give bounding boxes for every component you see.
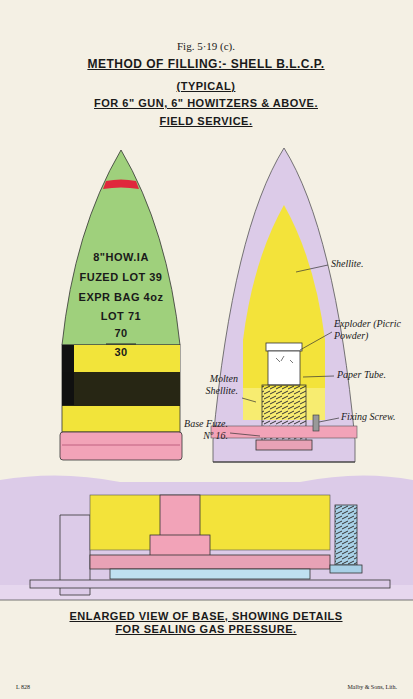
- figure-title: METHOD OF FILLING:- SHELL B.L.C.P.: [87, 58, 324, 72]
- heading-line: FIELD SERVICE.: [160, 115, 253, 128]
- shell-marking: FUZED LOT 39: [79, 271, 162, 284]
- part-label: Fixing Screw.: [341, 411, 395, 423]
- shell-marking: 8"HOW.IA: [93, 251, 149, 264]
- shell-marking: 70: [114, 327, 127, 340]
- part-label: Base Fuze. Nº 16.: [172, 418, 228, 441]
- heading-line: FOR 6" GUN, 6" HOWITZERS & ABOVE.: [94, 97, 318, 110]
- shell-marking: EXPR BAG 4oz: [79, 291, 164, 304]
- part-label: Molten Shellite.: [182, 373, 238, 396]
- printer-mark: Malby & Sons, Lith.: [347, 684, 397, 691]
- part-label: Exploder (Picric Powder): [334, 318, 406, 341]
- shell-marking: 30: [114, 346, 127, 359]
- shell-section: [211, 148, 357, 462]
- part-label: Shellite.: [331, 258, 364, 270]
- printer-mark: L 828: [16, 684, 30, 691]
- shell-marking: LOT 71: [101, 310, 141, 323]
- part-label: Paper Tube.: [337, 369, 386, 381]
- heading-line: (TYPICAL): [177, 80, 236, 93]
- leader-lines: [230, 265, 339, 436]
- heading-line: Fig. 5·19 (c).: [177, 40, 235, 53]
- shell-exterior: [60, 150, 182, 460]
- enlarged-base: [0, 475, 413, 600]
- figure-caption: ENLARGED VIEW OF BASE, SHOWING DETAILS F…: [56, 610, 356, 635]
